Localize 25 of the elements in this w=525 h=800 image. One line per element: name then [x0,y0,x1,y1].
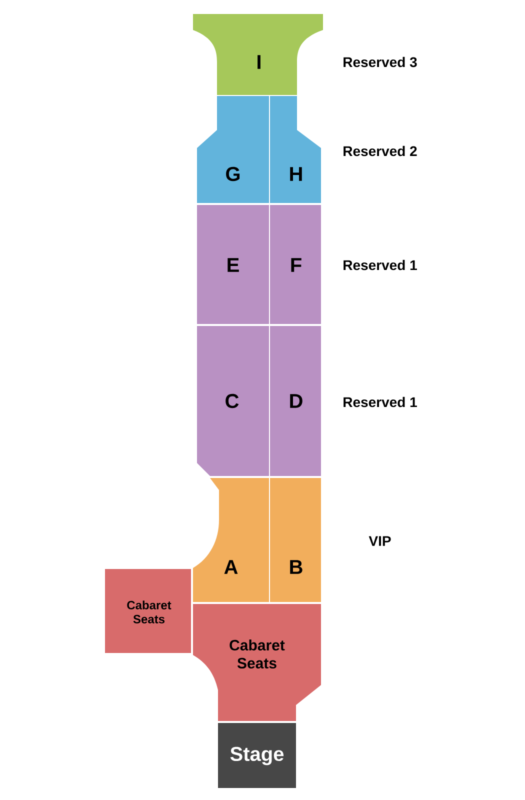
seating-section: G [197,96,269,203]
node-label: H [290,167,302,181]
node-label: E [228,258,239,272]
seating-section: H [270,96,321,203]
section-label: Reserved 1 [344,396,417,408]
seating-section: B [270,478,321,602]
seating-section: I [193,14,323,95]
seating-section: E [197,205,269,324]
seating-section: F [270,205,321,324]
section-label: Reserved 3 [344,56,417,68]
node-label: D [290,394,302,408]
seating-section: C [197,326,269,476]
stage: Stage [218,723,296,788]
section-label: Reserved 1 [344,260,417,270]
node-label: F [291,258,302,272]
node-label: C [226,394,239,408]
seating-section: D [270,326,321,476]
node-label: A [224,560,238,574]
seating-section: A [193,478,269,602]
section-label: Reserved 2 [344,146,417,156]
node-label: B [290,560,302,574]
node-label: G [226,166,240,182]
seating-section: Cabaret Seats [193,604,321,721]
section-label: VIP [368,536,391,546]
seating-section: Cabaret Seats [105,569,191,653]
